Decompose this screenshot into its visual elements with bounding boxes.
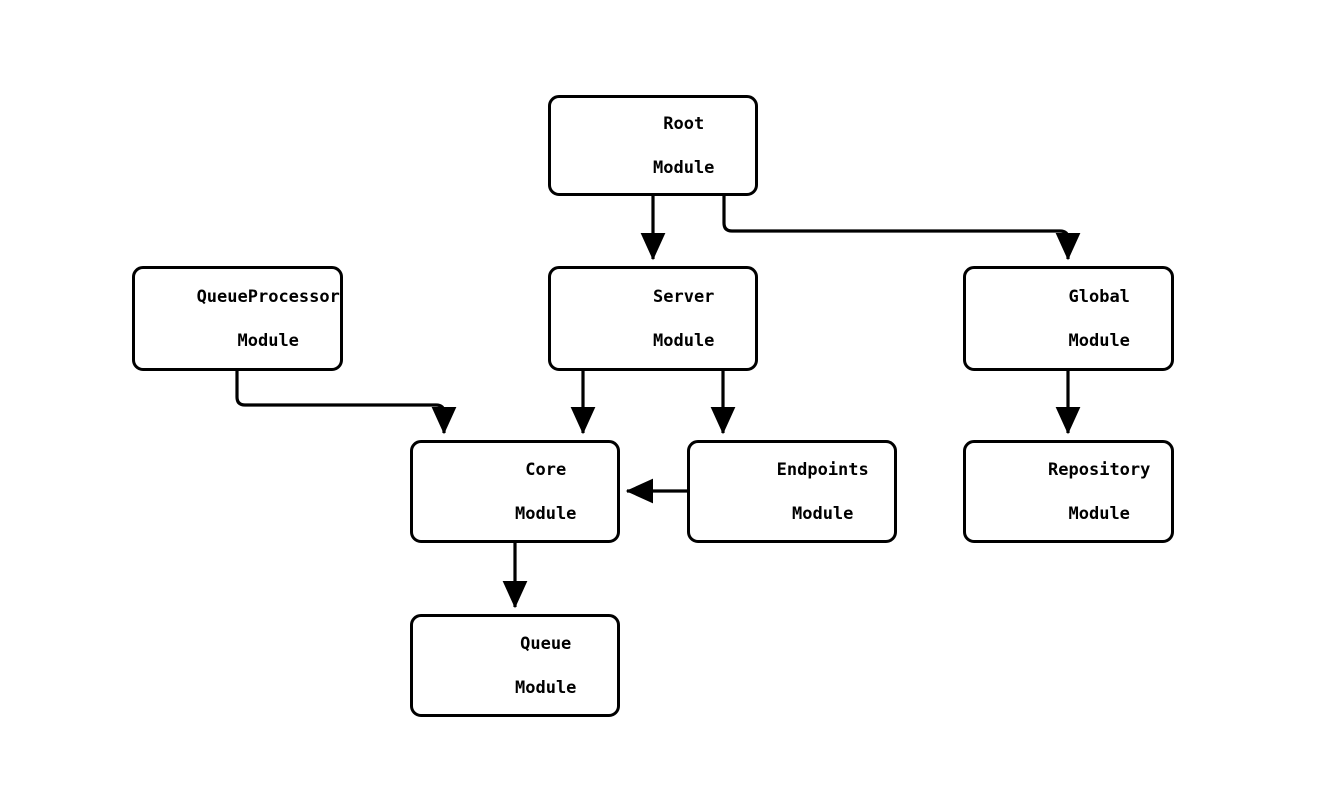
repository-module-label: Repository Module (987, 437, 1151, 547)
core-module-node[interactable]: Core Module (410, 440, 620, 543)
server-module-label-line1: Server (653, 286, 715, 307)
root-module-label-line1: Root (663, 113, 705, 134)
endpoints-module-label-line2: Module (791, 503, 854, 524)
server-module-label-line2: Module (653, 330, 715, 351)
endpoints-module-label-line1: Endpoints (776, 459, 869, 480)
edge-root-to-global (722, 196, 1081, 261)
queueprocessor-module-label-line1: QueueProcessor (196, 286, 340, 307)
root-module-label-line2: Module (653, 157, 715, 178)
root-module-node[interactable]: Root Module (548, 95, 758, 196)
server-module-node[interactable]: Server Module (548, 266, 758, 371)
repository-module-node[interactable]: Repository Module (963, 440, 1174, 543)
server-module-label: Server Module (592, 264, 715, 374)
queue-module-label-line2: Module (515, 677, 577, 698)
core-module-label-line1: Core (525, 459, 567, 480)
endpoints-module-label: Endpoints Module (715, 437, 869, 547)
queueprocessor-module-node[interactable]: QueueProcessor Module (132, 266, 343, 371)
global-module-node[interactable]: Global Module (963, 266, 1174, 371)
queue-module-node[interactable]: Queue Module (410, 614, 620, 717)
edge-queueprocessor-to-core (235, 371, 457, 435)
core-module-label-line2: Module (515, 503, 577, 524)
queue-module-label: Queue Module (454, 611, 577, 721)
root-module-label: Root Module (592, 91, 715, 201)
endpoints-module-node[interactable]: Endpoints Module (687, 440, 897, 543)
queueprocessor-module-label: QueueProcessor Module (135, 264, 340, 374)
queueprocessor-module-label-line2: Module (237, 330, 299, 351)
repository-module-label-line2: Module (1068, 503, 1130, 524)
global-module-label-line1: Global (1068, 286, 1130, 307)
repository-module-label-line1: Repository (1048, 459, 1151, 480)
global-module-label: Global Module (1007, 264, 1130, 374)
queue-module-label-line1: Queue (520, 633, 572, 654)
global-module-label-line2: Module (1068, 330, 1130, 351)
core-module-label: Core Module (454, 437, 577, 547)
